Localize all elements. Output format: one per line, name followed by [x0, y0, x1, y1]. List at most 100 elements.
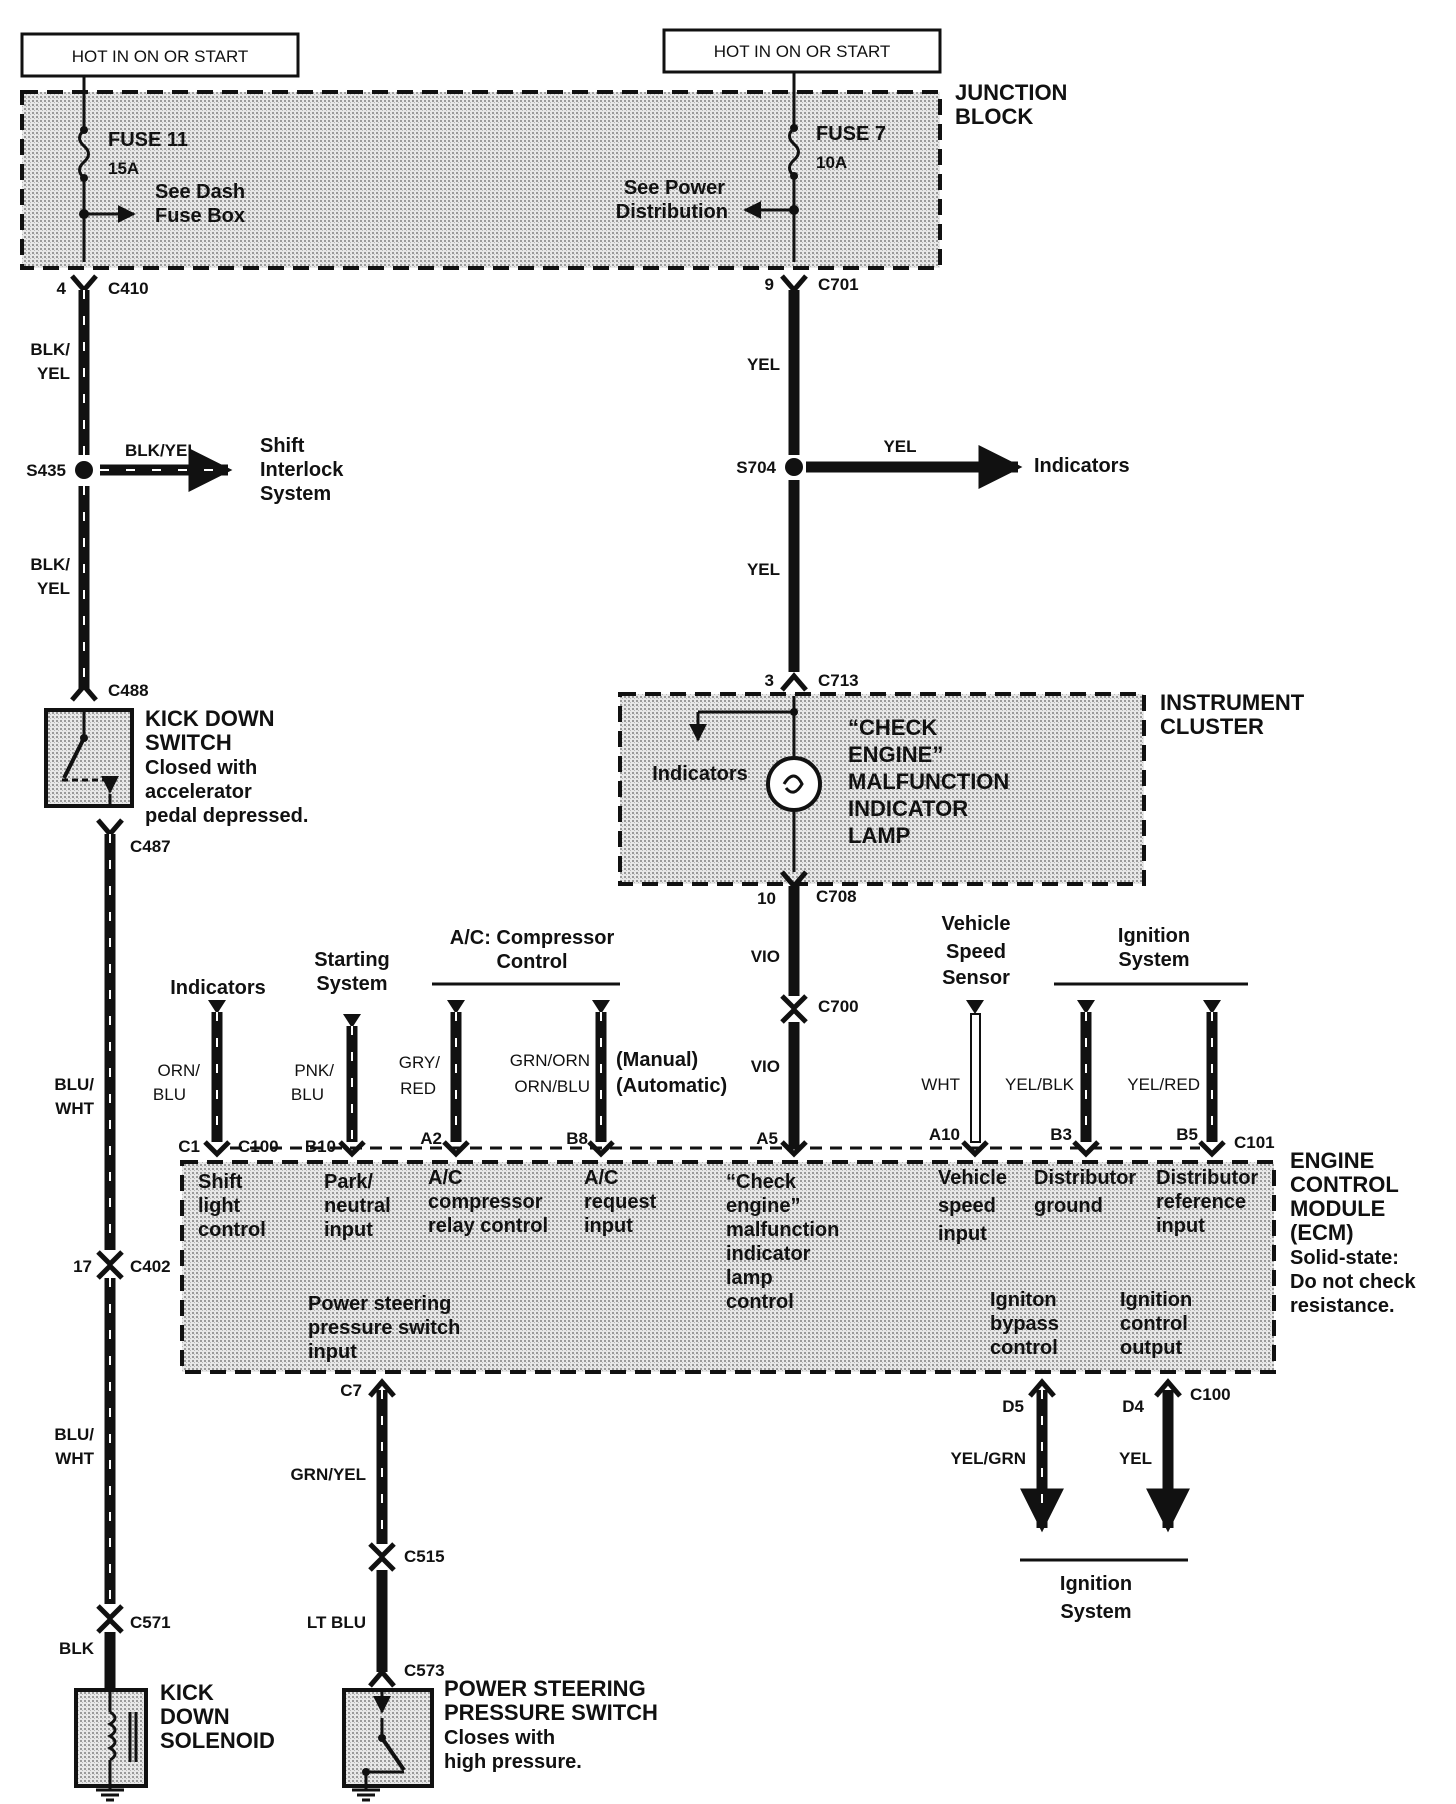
ecm-function-ac-relay: A/C compressor relay control	[428, 1167, 548, 1237]
w-grn-1: GRN/ORN	[510, 1051, 590, 1070]
c410-label: C410	[108, 279, 149, 298]
ps-switch-desc-2: high pressure.	[444, 1751, 582, 1773]
input-ac-2: Control	[496, 951, 567, 973]
pin-c1: C1	[178, 1137, 200, 1156]
indicators-destination: Indicators	[1034, 455, 1130, 477]
ecm-function-ac-request: A/C request input	[584, 1167, 657, 1237]
ecm-function-distributor-ground: Distributor ground	[1034, 1167, 1136, 1217]
svg-text:output: output	[1120, 1337, 1183, 1359]
ecm-function-ps-switch: Power steering pressure switch input	[308, 1293, 460, 1363]
c701-label: C701	[818, 275, 859, 294]
engine-control-module	[180, 1160, 1276, 1374]
svg-text:speed: speed	[938, 1195, 996, 1217]
c100-top-label: C100	[238, 1137, 279, 1156]
shift-interlock-wire-label: BLK/YEL	[125, 441, 198, 460]
ps-switch-title-1: POWER STEERING	[444, 1676, 646, 1701]
svg-text:A/C: A/C	[584, 1167, 618, 1189]
cluster-title-2: CLUSTER	[1160, 714, 1264, 739]
svg-text:pressure switch: pressure switch	[308, 1317, 460, 1339]
c573-label: C573	[404, 1661, 445, 1680]
svg-text:input: input	[308, 1341, 357, 1363]
pin-c7: C7	[340, 1381, 362, 1400]
input-ac-1: A/C: Compressor	[450, 927, 615, 949]
solenoid-title-2: DOWN	[160, 1704, 230, 1729]
yel-blk-wire	[1072, 1000, 1100, 1158]
shift-interlock-3: System	[260, 483, 331, 505]
a5-connector	[780, 1140, 808, 1158]
pin-b5: B5	[1176, 1125, 1198, 1144]
fuse-7-name: FUSE 7	[816, 123, 886, 145]
svg-text:engine”: engine”	[726, 1195, 800, 1217]
c487-label: C487	[130, 837, 171, 856]
c515-connector	[368, 1542, 396, 1572]
ecm-title-3: MODULE	[1290, 1196, 1385, 1221]
ecm-function-vehicle-speed: Vehicle speed input	[938, 1167, 1007, 1245]
lamp-title-2: ENGINE”	[848, 742, 943, 767]
c700-label: C700	[818, 997, 859, 1016]
ecm-note-2: Do not check	[1290, 1271, 1416, 1293]
fuse-11-ref-2: Fuse Box	[155, 205, 245, 227]
gry-red-wire	[442, 1000, 470, 1158]
w-pnk-2: BLU	[291, 1085, 324, 1104]
ecm-function-distributor-reference: Distributor reference input	[1156, 1167, 1258, 1237]
kick-switch-title-2: SWITCH	[145, 730, 232, 755]
fuse-7-ref-1: See Power	[624, 177, 725, 199]
right-power-source-label: HOT IN ON OR START	[714, 42, 891, 61]
ecm-function-mil-control: “Check engine” malfunction indicator lam…	[726, 1171, 839, 1313]
wire-yel-1: YEL	[747, 355, 780, 374]
svg-text:“Check: “Check	[726, 1171, 797, 1193]
c708-label: C708	[816, 887, 857, 906]
c100-bottom-label: C100	[1190, 1385, 1231, 1404]
c700-connector	[780, 994, 808, 1024]
w-gry-1: GRY/	[399, 1053, 441, 1072]
grn-orn-wire	[587, 1000, 615, 1158]
left-power-source-box: HOT IN ON OR START	[20, 32, 300, 78]
wire-yel-2: YEL	[747, 560, 780, 579]
ecm-function-ignition-bypass: Igniton bypass control	[990, 1289, 1059, 1359]
input-starting-2: System	[316, 973, 387, 995]
shift-interlock-2: Interlock	[260, 459, 344, 481]
fuse-11-name: FUSE 11	[108, 129, 188, 151]
kick-switch-desc-1: Closed with	[145, 757, 257, 779]
fuse-11-rating: 15A	[108, 159, 139, 178]
svg-text:light: light	[198, 1195, 241, 1217]
s435-splice	[75, 461, 93, 479]
ecm-title-1: ENGINE	[1290, 1148, 1374, 1173]
svg-text:reference: reference	[1156, 1191, 1246, 1213]
ecm-function-shift-light: Shift light control	[198, 1171, 266, 1241]
junction-block	[20, 90, 942, 270]
kick-switch-desc-3: pedal depressed.	[145, 805, 308, 827]
c488-label: C488	[108, 681, 149, 700]
svg-text:indicator: indicator	[726, 1243, 811, 1265]
wire-blk-yel-2a: BLK/	[30, 555, 70, 574]
wire-blk-label: BLK	[59, 1639, 95, 1658]
bottom-ign-1: Ignition	[1060, 1573, 1132, 1595]
svg-text:compressor: compressor	[428, 1191, 543, 1213]
s704-label: S704	[736, 458, 776, 477]
kick-down-switch	[44, 708, 134, 808]
svg-text:Distributor: Distributor	[1034, 1167, 1136, 1189]
lamp-title-3: MALFUNCTION	[848, 769, 1009, 794]
junction-block-title-2: BLOCK	[955, 104, 1033, 129]
svg-text:control: control	[198, 1219, 266, 1241]
wire-grn-yel: GRN/YEL	[290, 1465, 366, 1484]
instrument-cluster	[618, 692, 1146, 886]
yel-red-wire	[1198, 1000, 1226, 1158]
pin-b3: B3	[1050, 1125, 1072, 1144]
fuse-11	[78, 76, 136, 262]
svg-text:input: input	[584, 1215, 633, 1237]
c708-pin: 10	[757, 889, 776, 908]
c573-connector	[368, 1668, 396, 1688]
svg-text:A/C: A/C	[428, 1167, 462, 1189]
wire-lt-blu: LT BLU	[307, 1613, 366, 1632]
c713-pin: 3	[765, 671, 774, 690]
c410-pin: 4	[57, 279, 67, 298]
c713-connector	[780, 672, 808, 692]
solenoid-title-3: SOLENOID	[160, 1728, 275, 1753]
wire-blk-yel-2b: YEL	[37, 579, 70, 598]
svg-text:Igniton: Igniton	[990, 1289, 1057, 1311]
c571-label: C571	[130, 1613, 171, 1632]
s704-splice	[785, 458, 803, 476]
ecm-note-3: resistance.	[1290, 1295, 1395, 1317]
wire-yel-grn: YEL/GRN	[950, 1449, 1026, 1468]
